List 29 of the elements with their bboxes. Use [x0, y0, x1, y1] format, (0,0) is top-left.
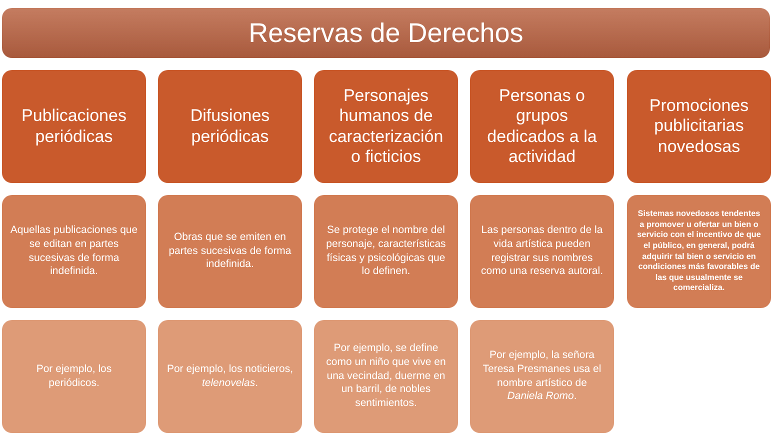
card-text: Por ejemplo, la señora Teresa Presmanes usa el nombre artístico de Daniela Romo.: [482, 349, 602, 404]
category-card: [470, 320, 614, 433]
card-heading: Personajes humanos de caracterización o ficticios: [328, 86, 444, 168]
card-text: Por ejemplo, los periódicos.: [35, 362, 113, 390]
category-card: [158, 70, 302, 183]
category-card: [470, 70, 614, 183]
category-card: [314, 195, 458, 308]
card-text: Por ejemplo, los noticieros, telenovelas.: [166, 362, 294, 390]
card-text: Se protege el nombre del personaje, características físicas y psicológicas que lo definen.: [325, 224, 447, 279]
category-card: [470, 195, 614, 308]
category-card: [158, 320, 302, 433]
category-card: [627, 195, 771, 308]
card-text: Aquellas publicaciones que se editan en partes sucesivas de forma indefinida.: [10, 224, 138, 279]
category-card: [158, 195, 302, 308]
title-banner: Reservas de Derechos: [2, 8, 770, 58]
card-heading: Personas o grupos dedicados a la actividad: [486, 86, 598, 168]
category-card: [314, 320, 458, 433]
category-card: [2, 195, 146, 308]
card-text: Obras que se emiten en partes sucesivas de forma indefinida.: [168, 231, 292, 272]
card-text: Por ejemplo, se define como un niño que vive en una vecindad, duerme en un barril, de nobles sentimientos.: [325, 342, 447, 411]
category-card: [314, 70, 458, 183]
card-heading: Difusiones periódicas: [189, 106, 271, 147]
category-card: [627, 70, 771, 183]
category-card: [2, 70, 146, 183]
card-text: Sistemas novedosos tendentes a promover u ofertar un bien o servicio con el incentivo de que el público, en general, podrá adquirir tal bien o servicio en condiciones más favorables de las que usualmente se comercializa.: [636, 208, 762, 294]
category-card: [2, 320, 146, 433]
card-heading: Promociones publicitarias novedosas: [648, 96, 750, 158]
card-text: Las personas dentro de la vida artística pueden registrar sus nombres como una reserva autoral.: [480, 224, 604, 279]
card-heading: Publicaciones periódicas: [20, 106, 128, 147]
